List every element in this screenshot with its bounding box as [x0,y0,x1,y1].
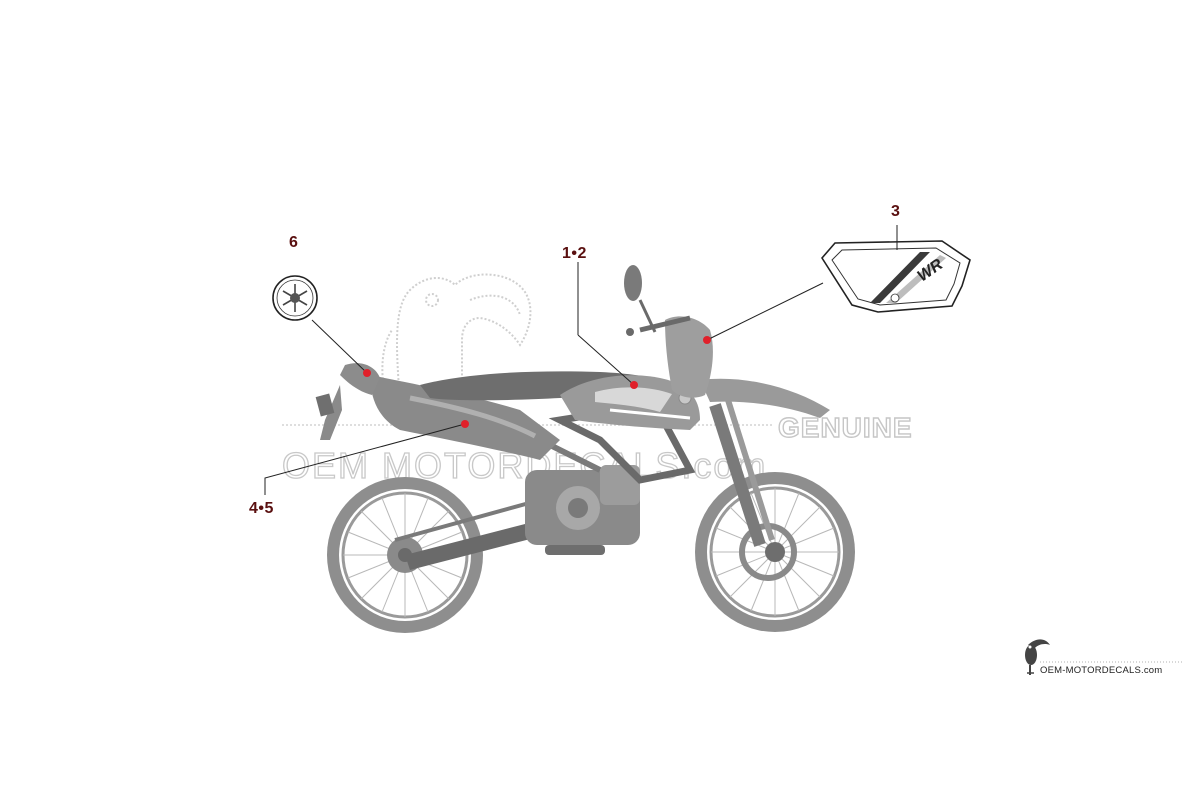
motorcycle-illustration [315,265,855,633]
callout-3: 3 [891,203,901,220]
marker-dot-1-2 [630,381,638,389]
marker-dot-6 [363,369,371,377]
watermark-toucan-icon [381,273,532,401]
callout-6: 6 [289,234,299,251]
leader-line-4-5 [264,423,466,495]
front-wheel [695,472,855,632]
marker-dots [363,336,711,428]
leader-line-1-2-b [577,334,635,386]
watermark-genuine: GENUINE [778,412,913,443]
footer-brand-text: OEM-MOTORDECALS.com [1040,665,1163,676]
leader-lines [264,225,898,495]
callout-4-5: 4•5 [249,500,274,517]
marker-dot-3 [703,336,711,344]
marker-dot-4-5 [461,420,469,428]
headlight-cowl [665,316,713,398]
leader-line-6 [311,319,368,374]
toucan-icon [1025,639,1050,675]
engine [525,465,640,555]
leader-line-3-b [706,282,824,341]
front-panel-decal: WR [821,240,971,313]
side-cover [370,375,560,460]
tuning-fork-emblem-icon [272,275,318,321]
callout-1-2: 1•2 [562,245,587,262]
